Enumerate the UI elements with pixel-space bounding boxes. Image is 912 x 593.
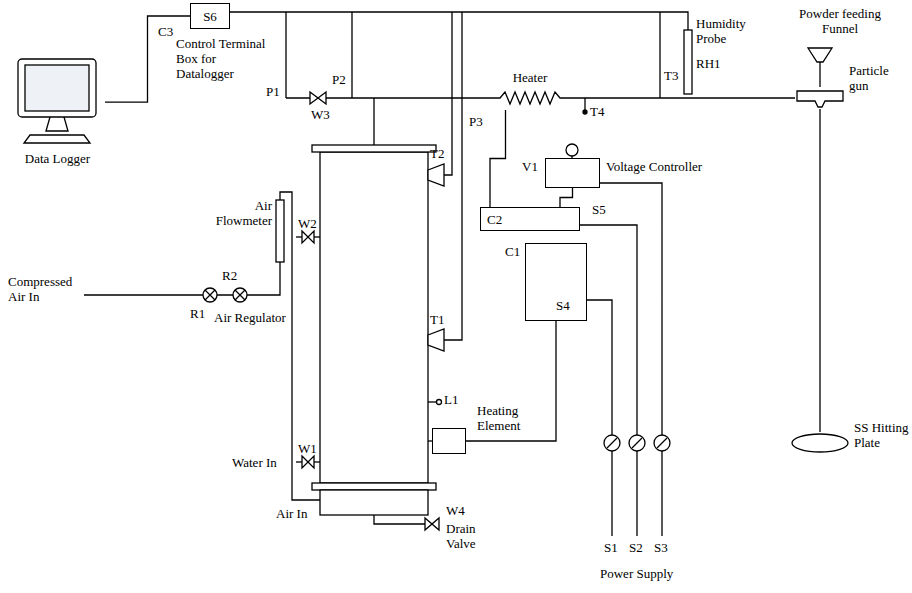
connector-wire [490,110,506,207]
thermocouple-tip [583,110,587,114]
part-label: Powder feeding Funnel [785,6,895,36]
connector-wire [560,188,573,207]
thermocouple [584,98,585,110]
part-label: Air Regulator [214,310,290,325]
heater-coil [495,92,565,104]
terminal-box: S6 [190,3,230,29]
air-line [84,262,280,295]
connector-wire [565,97,795,98]
part-label: R1 [190,306,208,321]
part-label: S3 [654,540,672,555]
data-logger: Data Logger [10,55,105,173]
part-label: S2 [629,540,647,555]
level-sensor [428,401,437,402]
temperature-sensor [428,329,444,351]
humidity-probe [684,30,692,94]
air-regulator [205,290,215,300]
valve-symbol [302,456,314,468]
thermocouple [659,12,660,98]
controller-box: C1S4 [525,243,587,321]
supply-wire [612,451,662,536]
node-label: V1 [522,159,542,174]
part-label: R2 [222,268,240,283]
part-label: Control Terminal Box for Datalogger [176,36,268,81]
heater: Heater [495,70,565,110]
flange [312,145,436,152]
part-label: L1 [444,392,462,407]
node-label: Heater [495,70,565,85]
part-label: Power Supply [600,566,700,581]
part-label: T3 [664,68,684,83]
hitting-plate: SS Hitting Plate [790,432,850,454]
sensor-lead [444,12,452,175]
part-label: Compressed Air In [8,274,82,304]
part-label: W3 [311,107,335,122]
part-label: Water In [232,455,288,470]
column-base [320,490,428,515]
part-label: W2 [298,216,320,231]
part-label: Air Flowmeter [212,198,272,228]
knob [566,144,578,156]
part-label: Humidity Probe [696,16,760,46]
part-label: Drain Valve [446,521,506,551]
part-label: S1 [604,540,622,555]
funnel-stem [819,62,820,87]
node-label: C1 [505,244,524,259]
sensor-lead [444,12,462,340]
node-label: Data Logger [10,151,105,166]
pressure-tap [286,12,352,98]
drain-line [374,515,425,524]
valve-symbol [302,231,314,243]
voltage-controller: V1Voltage Controller [545,158,600,188]
plate-shape [790,432,850,454]
valve-symbol [310,92,326,104]
part-label: RH1 [696,56,726,71]
gauge-needle [607,438,667,448]
signal-wire [230,12,688,30]
part-label: Air In [276,506,316,521]
node-label: SS Hitting Plate [854,420,910,450]
temperature-sensor [428,164,444,186]
level-sensor [437,400,442,405]
air-line [280,192,320,500]
air-pipe [286,98,495,145]
part-label: S5 [592,202,612,217]
node-label: Voltage Controller [606,159,718,174]
powder-funnel [808,48,832,62]
part-label: W1 [298,441,320,456]
heating-element: Heating Element [432,428,466,454]
part-label: P3 [469,114,487,129]
air-regulator [235,290,245,300]
flowmeter [276,200,284,262]
node-label: S6 [203,9,217,24]
node-label: C2 [487,212,509,227]
part-label: T4 [590,104,610,119]
part-label: T1 [430,312,450,327]
part-label: P1 [266,84,284,99]
node-label: Particle gun [849,63,901,93]
flange [312,483,436,490]
particle-gun: Particle gun [795,87,845,109]
air-regulator [233,288,247,302]
connector-wire [466,321,556,441]
node-label: Heating Element [477,403,549,433]
monitor-shape [10,55,105,147]
part-label: P2 [332,72,350,87]
column [320,152,428,483]
part-label: T2 [430,146,450,161]
valve-symbol [425,518,439,530]
node-label: S4 [556,298,580,313]
gun-shape [795,87,845,109]
air-regulator [203,288,217,302]
supply-wire [580,183,662,435]
connector-wire [819,109,820,432]
controller-box: C2 [480,207,580,231]
part-label: W4 [446,503,470,518]
